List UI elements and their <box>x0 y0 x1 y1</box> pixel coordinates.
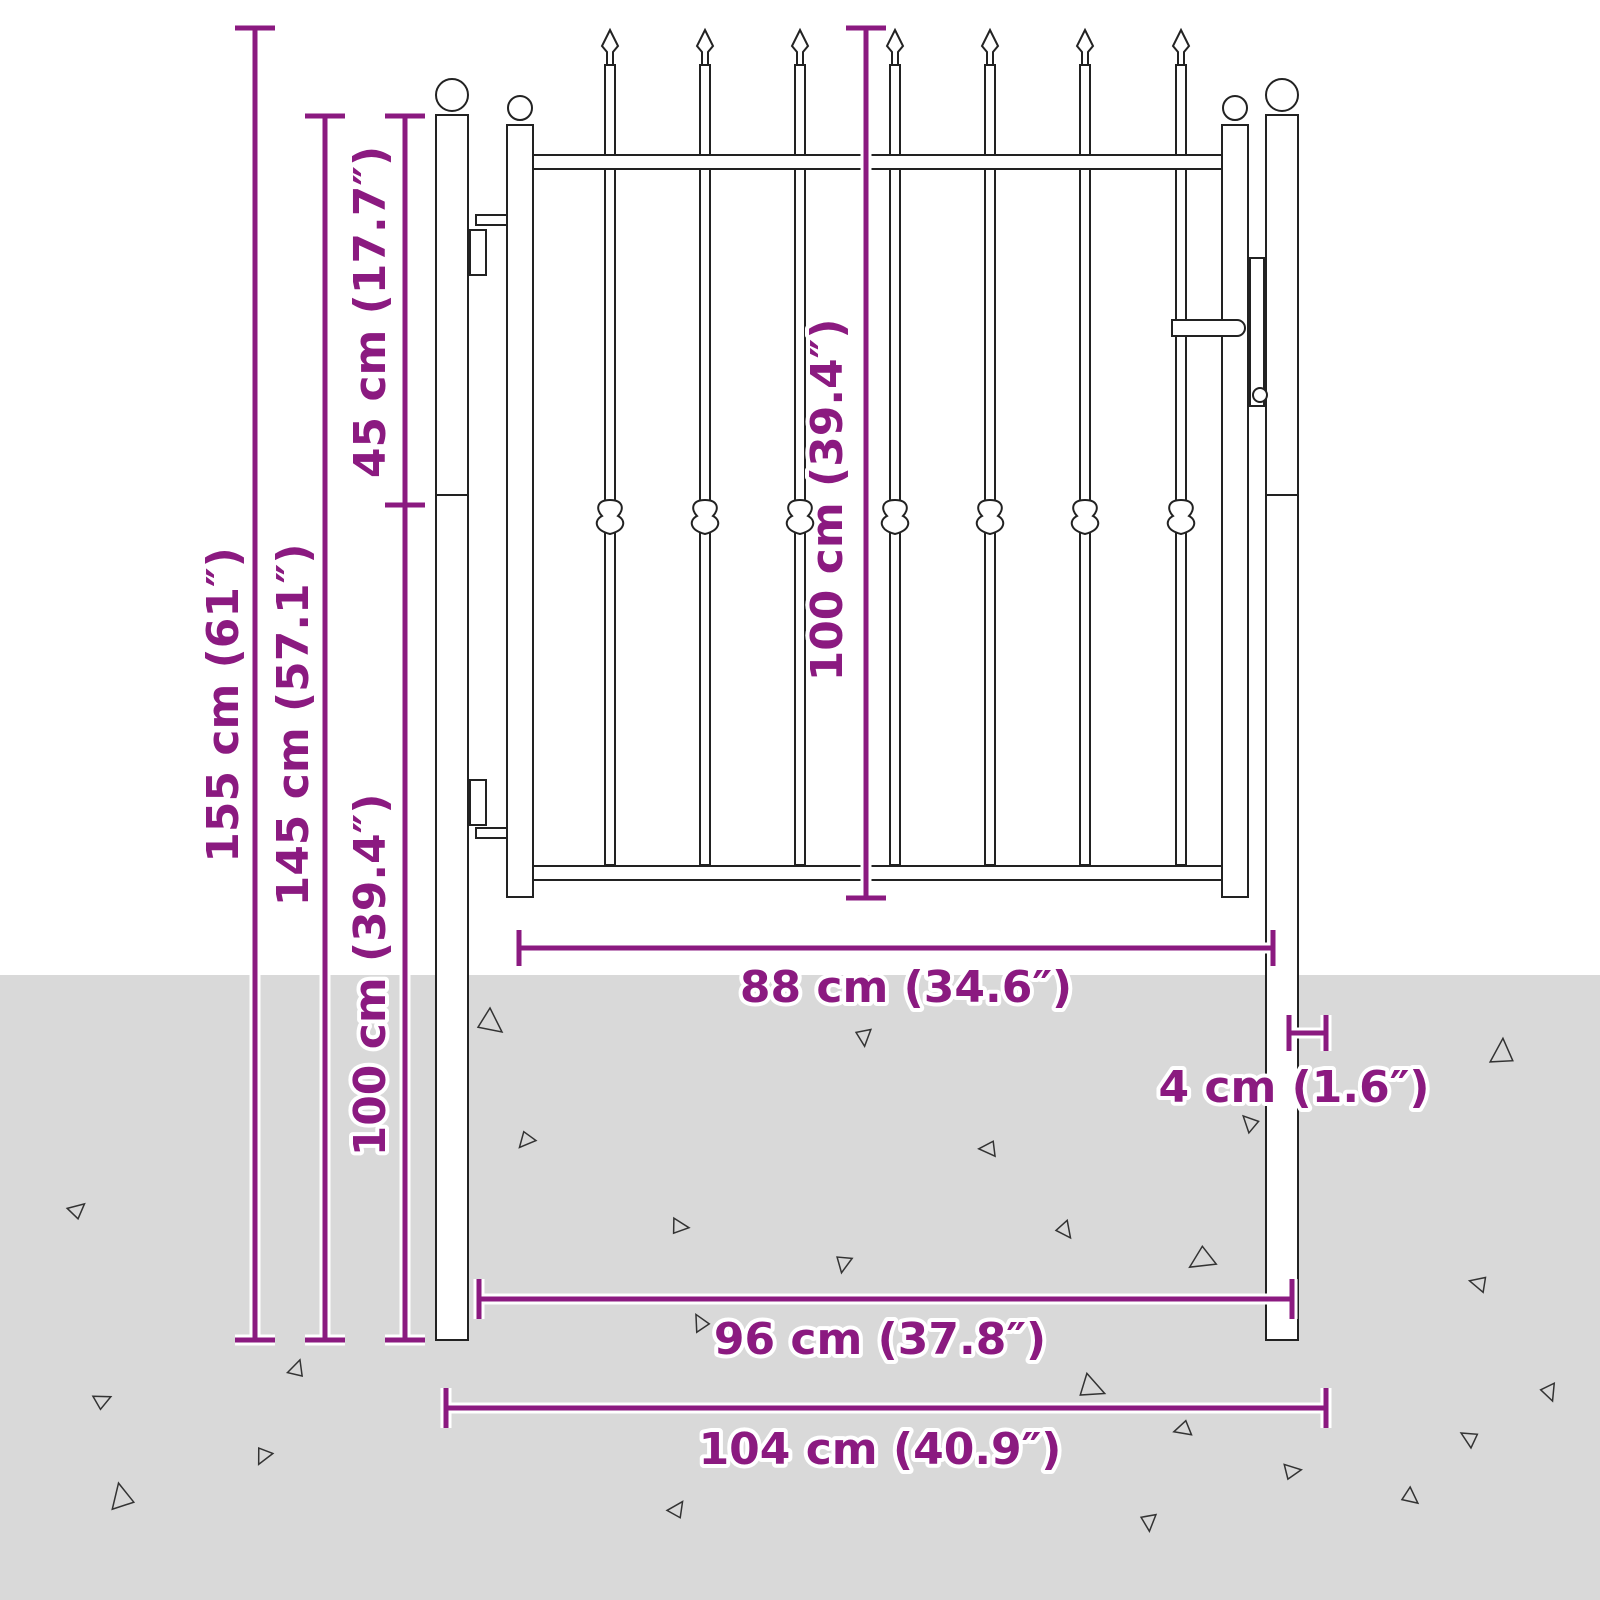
total-width-label: 104 cm (40.9″) <box>699 1424 1062 1475</box>
gravel-triangle <box>1079 1371 1107 1396</box>
lower-hinge <box>475 827 508 839</box>
gravel-triangle <box>518 1130 538 1149</box>
gravel-triangle <box>1054 1218 1072 1240</box>
gate-frame <box>469 27 1268 898</box>
gravel-triangle <box>672 1216 691 1235</box>
gravel-triangle <box>1459 1432 1479 1450</box>
gravel-triangle <box>695 1312 711 1334</box>
left-post <box>435 78 469 1341</box>
gravel-triangle <box>1139 1513 1158 1533</box>
right-post <box>1265 78 1299 1341</box>
ground <box>0 975 1600 1600</box>
gravel-triangle <box>1188 1244 1218 1269</box>
gravel-triangle <box>285 1358 304 1377</box>
gravel-triangle <box>977 1140 996 1158</box>
lock-plate <box>1249 257 1265 407</box>
gravel-triangle <box>91 1395 113 1411</box>
gravel-triangle <box>476 1006 504 1034</box>
gravel-triangle <box>836 1256 854 1275</box>
lower-height-label: 100 cm (39.4″) <box>345 794 396 1157</box>
gravel-triangle <box>1283 1463 1303 1481</box>
gravel-triangle <box>1467 1276 1487 1294</box>
upper-hinge <box>475 214 508 226</box>
gravel-triangle <box>854 1028 873 1049</box>
gravel-triangle <box>665 1500 684 1519</box>
gravel-triangle <box>1400 1485 1420 1505</box>
total-height-label: 155 cm (61″) <box>198 547 249 863</box>
upper-height-label: 45 cm (17.7″) <box>345 146 396 478</box>
gravel-triangles <box>65 1006 1556 1533</box>
inner-width-label: 96 cm (37.8″) <box>714 1314 1046 1365</box>
gate-height-label: 100 cm (39.4″) <box>802 319 853 682</box>
gravel-triangle <box>1488 1036 1514 1063</box>
post-width-label: 4 cm (1.6″) <box>1158 1062 1429 1113</box>
post-height-label: 145 cm (57.1″) <box>268 544 319 907</box>
gravel-triangle <box>1241 1114 1260 1135</box>
gate-width-label: 88 cm (34.6″) <box>740 962 1072 1013</box>
gravel-triangle <box>65 1202 86 1221</box>
door-handle-icon <box>1171 319 1246 337</box>
gravel-triangle <box>1539 1381 1556 1403</box>
picket <box>785 27 815 866</box>
gravel-triangle <box>111 1481 136 1511</box>
gravel-triangle <box>257 1446 275 1466</box>
dimension-lines <box>235 22 1332 1428</box>
gravel-triangle <box>1172 1419 1193 1436</box>
